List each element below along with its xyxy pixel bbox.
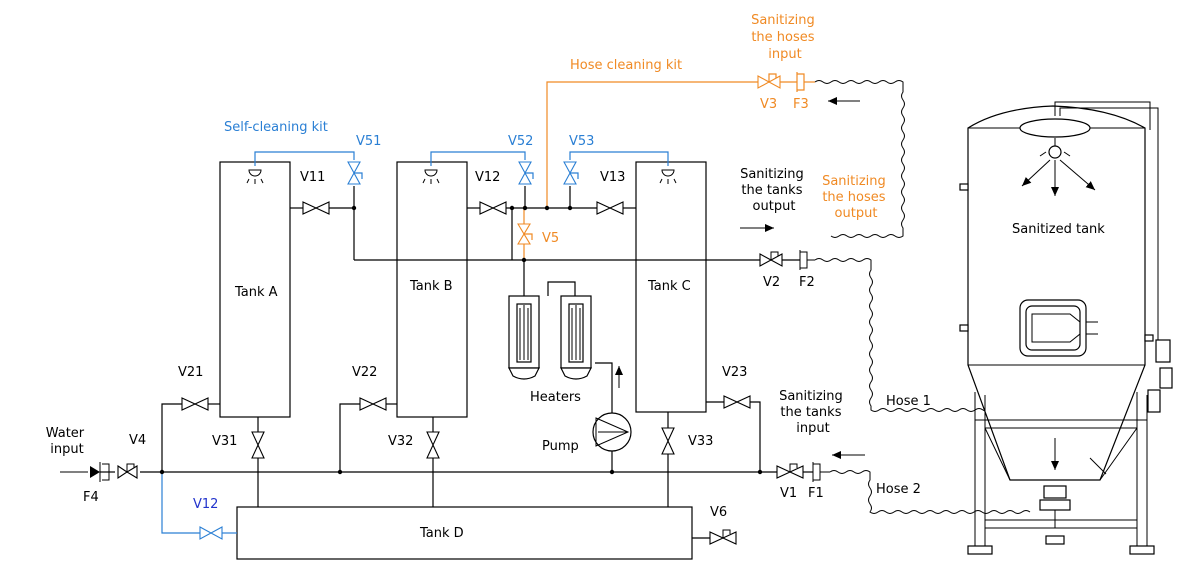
- valve-v6-icon[interactable]: [709, 529, 737, 545]
- valve-v6-label: V6: [710, 505, 727, 520]
- pump-label: Pump: [542, 439, 579, 454]
- filter-f4-icon: [90, 462, 115, 482]
- filter-f4-label: F4: [83, 490, 99, 505]
- pipes: [100, 186, 813, 539]
- sanitizing-tanks-output-label: Sanitizing the tanks output: [740, 167, 808, 214]
- sanitized-tank: [959, 101, 1173, 555]
- filter-f3-label: F3: [793, 97, 809, 112]
- hose-2: [829, 470, 1031, 514]
- valve-v32-label: V32: [388, 434, 413, 449]
- valve-v33-icon[interactable]: [661, 427, 675, 455]
- valve-v32-icon[interactable]: [426, 431, 440, 459]
- valve-v12-bypass-icon[interactable]: [199, 526, 223, 540]
- valve-v13-label: V13: [600, 170, 625, 185]
- tank-a-label: Tank A: [234, 285, 278, 300]
- tank-b: [396, 161, 468, 418]
- spray-head-b-icon: [422, 169, 440, 184]
- filter-f3-icon: [796, 72, 815, 92]
- sanitizing-hoses-input-label: Sanitizing the hoses input: [751, 13, 819, 62]
- pump-icon: [592, 412, 632, 452]
- flow-arrows: [60, 97, 865, 473]
- heater-2: [560, 295, 592, 380]
- valve-v5-label: V5: [542, 231, 559, 246]
- valve-v51-label: V51: [356, 134, 381, 149]
- valve-v1-icon[interactable]: [776, 463, 804, 479]
- valve-v51-icon[interactable]: [347, 161, 363, 185]
- filter-f2-icon: [799, 250, 815, 270]
- filter-f1-label: F1: [808, 486, 824, 501]
- valve-v11-label: V11: [300, 170, 325, 185]
- tank-d: [236, 506, 693, 560]
- valve-v11-icon[interactable]: [302, 201, 330, 215]
- valve-v53-icon[interactable]: [563, 161, 579, 185]
- valve-v33-label: V33: [688, 434, 713, 449]
- junction-dots: [159, 205, 763, 475]
- hose-1-label: Hose 1: [886, 394, 931, 409]
- valve-v3-label: V3: [760, 97, 777, 112]
- filter-f2-label: F2: [799, 275, 815, 290]
- valve-v12-bypass-label: V12: [193, 497, 218, 512]
- valve-v53-label: V53: [569, 134, 594, 149]
- tank-b-label: Tank B: [409, 279, 453, 294]
- valve-v22-icon[interactable]: [359, 397, 387, 411]
- sanitizing-hoses-output-label: Sanitizing the hoses output: [822, 174, 890, 221]
- valve-v2-icon[interactable]: [759, 251, 783, 267]
- hose-1: [814, 258, 1040, 412]
- valve-v2-label: V2: [763, 275, 780, 290]
- water-input-label: Water input: [46, 426, 89, 457]
- tank-d-label: Tank D: [419, 526, 464, 541]
- valve-v31-label: V31: [212, 434, 237, 449]
- valve-v13-icon[interactable]: [596, 201, 624, 215]
- valve-v4-icon[interactable]: [117, 463, 138, 480]
- spray-head-a-icon: [246, 169, 264, 184]
- spray-head-c-icon: [659, 169, 677, 184]
- hose-return: [814, 80, 905, 238]
- filter-f1-icon: [812, 462, 830, 482]
- valve-v23-icon[interactable]: [723, 395, 751, 409]
- hose-cleaning-kit-label: Hose cleaning kit: [570, 58, 682, 73]
- valve-v12-label: V12: [475, 170, 500, 185]
- hose-2-label: Hose 2: [876, 482, 921, 497]
- valve-v22-label: V22: [352, 365, 377, 380]
- sanitized-tank-label: Sanitized tank: [1012, 222, 1105, 237]
- self-cleaning-kit-lines: [161, 151, 669, 534]
- valve-v52-icon[interactable]: [518, 161, 534, 185]
- valve-v12-icon[interactable]: [479, 201, 507, 215]
- tank-c: [635, 161, 707, 413]
- valve-v52-label: V52: [508, 134, 533, 149]
- valve-v3-icon[interactable]: [757, 73, 781, 89]
- valve-v21-label: V21: [178, 365, 203, 380]
- valve-v31-icon[interactable]: [251, 431, 265, 459]
- valve-v5-icon[interactable]: [517, 223, 533, 245]
- valve-v4-label: V4: [129, 433, 146, 448]
- tank-a: [219, 161, 291, 418]
- valve-v23-label: V23: [722, 365, 747, 380]
- heaters-label: Heaters: [530, 390, 581, 405]
- self-cleaning-kit-label: Self-cleaning kit: [224, 120, 328, 135]
- sanitizing-tanks-input-label: Sanitizing the tanks input: [779, 389, 847, 436]
- valve-v21-icon[interactable]: [181, 397, 209, 411]
- tank-c-label: Tank C: [647, 279, 691, 294]
- valve-v1-label: V1: [780, 486, 797, 501]
- heater-1: [508, 295, 540, 380]
